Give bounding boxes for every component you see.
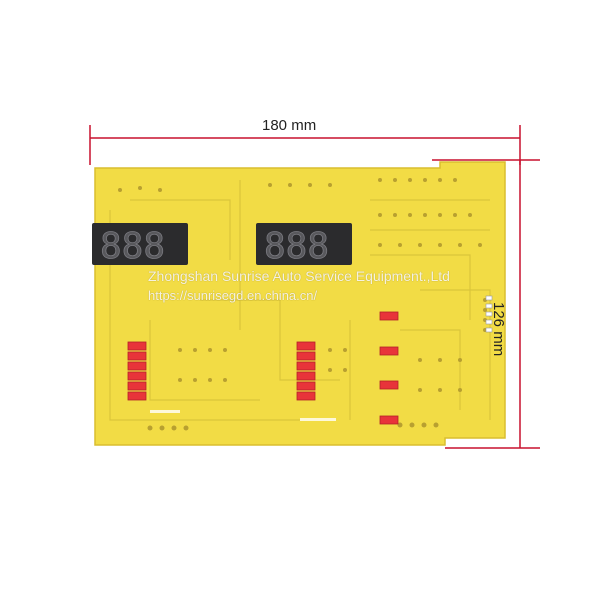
solder-pads (118, 178, 487, 431)
right-seven-segment-display: 888 (256, 223, 352, 267)
left-led-stack (127, 341, 147, 401)
height-dimension-label: 126 mm (490, 302, 507, 357)
right-display-digits: 888 (264, 226, 329, 267)
pin-header (485, 295, 493, 333)
pcb-traces (109, 180, 491, 421)
width-dimension-label: 180 mm (262, 117, 317, 134)
watermark-company: Zhongshan Sunrise Auto Service Equipment… (148, 268, 450, 284)
silkscreen-marks (150, 410, 336, 421)
height-dimension-line (432, 159, 540, 449)
right-led-column (379, 311, 399, 425)
left-seven-segment-display: 888 (92, 223, 188, 267)
width-dimension-line (89, 125, 521, 165)
left-display-digits: 888 (100, 226, 165, 267)
pcb-board (94, 161, 506, 446)
watermark-url: https://sunrisegd.en.china.cn/ (148, 288, 318, 303)
middle-led-stack (296, 341, 316, 401)
